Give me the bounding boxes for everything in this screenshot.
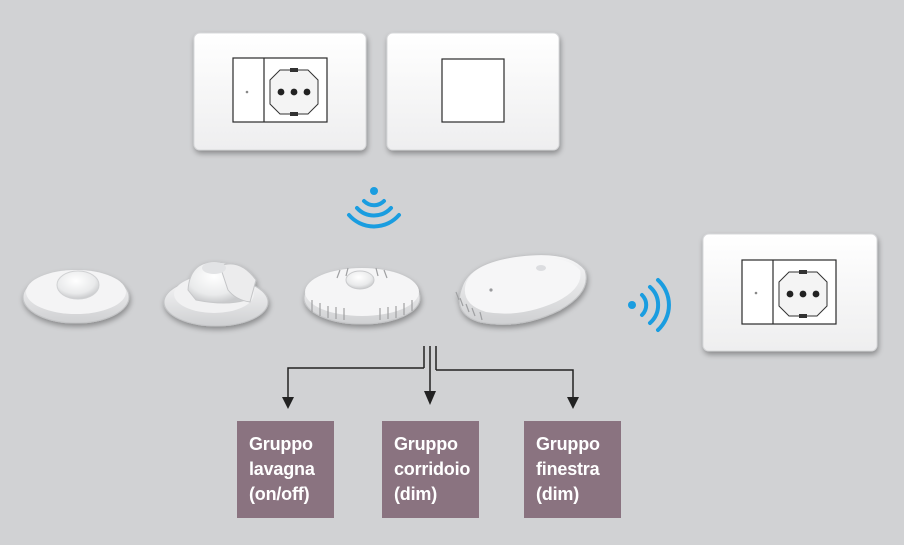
vented-sensor	[303, 267, 421, 325]
directional-sensor	[163, 261, 269, 327]
group-label-line3: (dim)	[536, 484, 579, 504]
ceiling-sensor-flat	[22, 270, 130, 324]
group-box-corridoio: Gruppo corridoio (dim)	[382, 421, 479, 518]
wall-plate-switch-socket	[193, 32, 367, 151]
group-label-line2: corridoio	[394, 459, 471, 479]
socket-icon	[778, 270, 828, 318]
wall-plate-switch-socket-right	[702, 233, 878, 352]
oval-controller	[455, 254, 587, 325]
group-box-lavagna: Gruppo lavagna (on/off)	[237, 421, 334, 518]
group-label-line1: Gruppo	[249, 434, 313, 454]
group-label-line2: finestra	[536, 459, 600, 479]
group-label-line3: (on/off)	[249, 484, 310, 504]
group-label-line3: (dim)	[394, 484, 437, 504]
group-connector-arrows	[287, 346, 574, 398]
socket-icon	[269, 68, 319, 116]
group-label-line1: Gruppo	[536, 434, 600, 454]
arrow-heads	[282, 391, 579, 409]
group-label-line1: Gruppo	[394, 434, 458, 454]
group-label-line2: lavagna	[249, 459, 315, 479]
wall-plate-button	[386, 32, 560, 151]
group-box-finestra: Gruppo finestra (dim)	[524, 421, 621, 518]
wifi-waves-icon	[347, 187, 401, 229]
wifi-waves-icon	[628, 278, 671, 332]
